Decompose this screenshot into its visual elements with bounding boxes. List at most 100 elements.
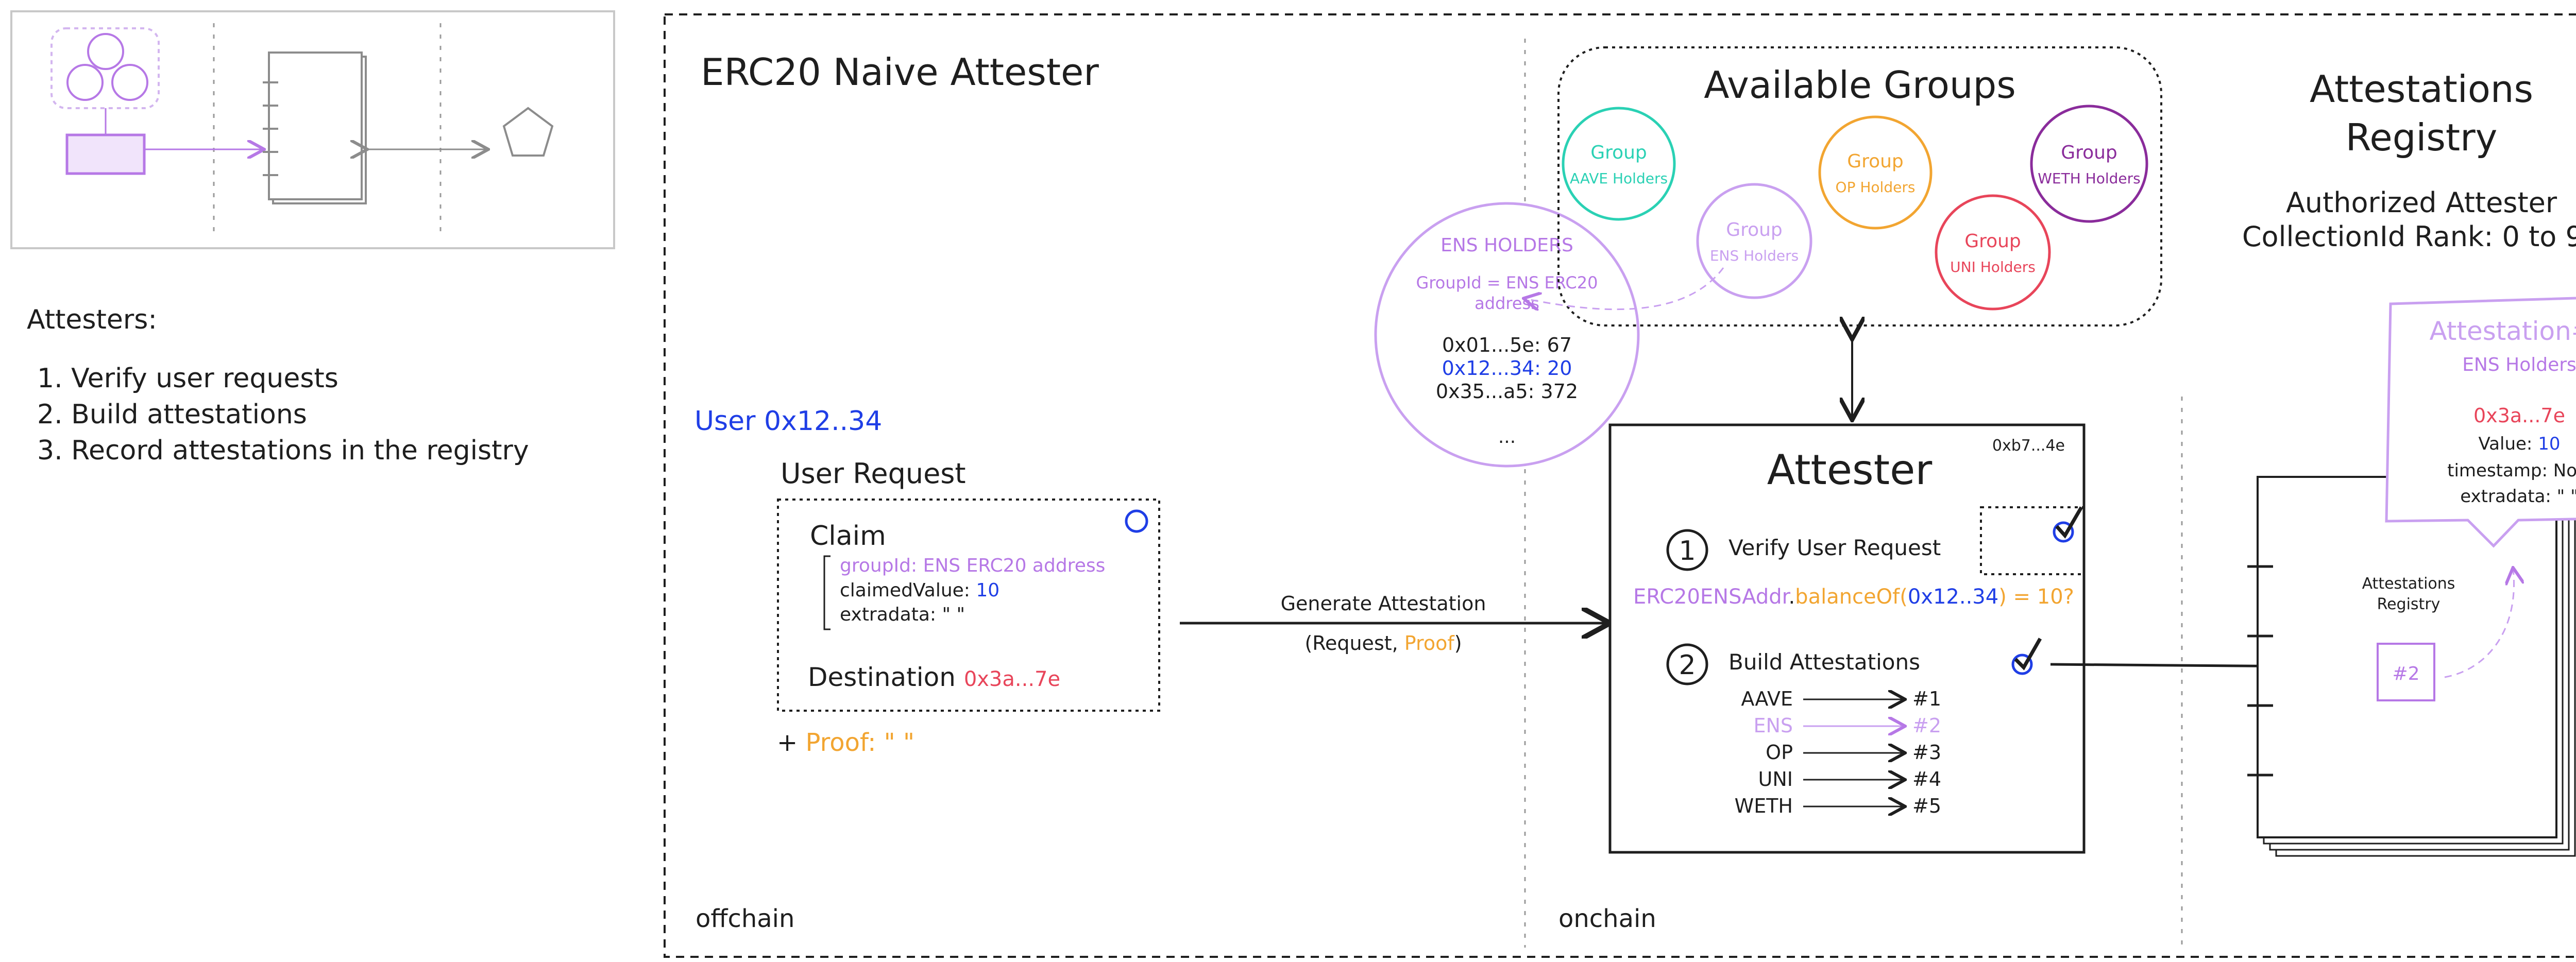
group-name: UNI Holders <box>1950 259 2036 276</box>
overview-thumbnail <box>10 10 615 249</box>
verify-check-circle-icon <box>2053 521 2074 543</box>
balance-call-dot: . <box>1788 585 1795 609</box>
registry-slot <box>2377 643 2435 701</box>
attestation-card-value: 10 <box>2538 434 2560 454</box>
registry-book: Attestations Registry #2 <box>2247 476 2576 857</box>
balance-call-fn: ERC20ENSAddr <box>1633 585 1791 609</box>
offchain-label: offchain <box>696 904 794 933</box>
ens-holder-value: 372 <box>1541 380 1579 403</box>
attester-box: 0xb7...4e Attester 1 Verify User Request… <box>1608 423 2086 854</box>
attestation-card-extradata: extradata: " " <box>2460 486 2576 507</box>
mapping-row: ENS#2 <box>1753 714 1941 737</box>
ens-holder-address: 0x12...34 <box>1442 357 1535 380</box>
attesters-note-title: Attesters: <box>27 304 157 335</box>
generate-close: ) <box>1454 632 1462 655</box>
unchecked-status-icon <box>1125 509 1148 533</box>
user-request-box: Claim groupId: ENS ERC20 address claimed… <box>777 499 1160 712</box>
mapping-from: WETH <box>1735 795 1793 817</box>
group-circle-outline <box>2030 105 2148 223</box>
balance-call-method: balanceOf( <box>1795 585 1908 609</box>
balance-call-close: ) = 10? <box>1998 585 2074 609</box>
destination-label: Destination <box>808 662 964 692</box>
registry-title-line2: Registry <box>2346 116 2498 159</box>
group-circle-outline <box>1562 107 1676 221</box>
step-1-label: Verify User Request <box>1728 535 1941 560</box>
onchain-label: onchain <box>1558 904 1656 933</box>
svg-text:Value: 10: Value: 10 <box>2479 434 2561 454</box>
claim-title: Claim <box>810 521 886 552</box>
ens-holders-title: ENS HOLDERS <box>1440 235 1573 256</box>
proof-plus: + <box>777 728 805 757</box>
mapping-row: WETH #5 <box>1735 795 1941 817</box>
group-label: Group <box>1726 219 1783 240</box>
ens-group-id-line2: address <box>1475 294 1539 313</box>
ens-holder-row: 0x01...5e: 67 <box>1442 334 1572 356</box>
claim-extradata: extradata: " " <box>840 604 965 625</box>
step-2-label: Build Attestations <box>1728 649 1920 675</box>
mapping-from: UNI <box>1758 768 1793 791</box>
mapping-to: #1 <box>1912 688 1941 710</box>
svg-text:Destination 0x3a...7e: Destination 0x3a...7e <box>808 662 1060 692</box>
group-circle: Group OP Holders <box>1818 115 1933 230</box>
step-2-badge <box>1666 643 1708 685</box>
step-1-badge <box>1666 529 1708 571</box>
registry-title-line1: Attestations <box>2310 67 2533 111</box>
svg-text:ERC20ENSAddr.balanceOf(0x12..3: ERC20ENSAddr.balanceOf(0x12..34) = 10? <box>1633 585 2074 609</box>
ens-holder-separator: : <box>1534 334 1547 356</box>
main-frame <box>664 13 2576 958</box>
main-title: ERC20 Naive Attester <box>701 50 1099 94</box>
step-1-number: 1 <box>1679 536 1696 566</box>
verify-check-box <box>1980 506 2085 575</box>
authorized-attester-line1: Authorized Attester <box>2286 186 2557 219</box>
attestation-card-subtitle: ENS Holders <box>2462 354 2576 375</box>
ens-holder-value: 20 <box>1547 357 1572 380</box>
generate-proof: Proof <box>1404 632 1455 655</box>
ens-group-id-line1: GroupId = ENS ERC20 <box>1416 273 1598 293</box>
ens-holder-separator: : <box>1534 357 1547 380</box>
ens-holders-circle: ENS HOLDERS GroupId = ENS ERC20 address … <box>1374 202 1640 468</box>
ens-ellipsis: ... <box>1498 426 1516 448</box>
svg-text:(Request, Proof): (Request, Proof) <box>1304 632 1462 655</box>
attestation-card-title: Attestation#2 <box>2429 316 2576 346</box>
group-name: ENS Holders <box>1710 247 1799 264</box>
ens-holder-value: 67 <box>1547 334 1572 356</box>
build-check-circle-icon <box>2011 654 2033 675</box>
mapping-row: OP#3 <box>1766 741 1941 764</box>
attestation-card-value-label: Value: <box>2479 434 2538 454</box>
mapping-from: AAVE <box>1741 688 1793 710</box>
ens-holder-row: 0x12...34: 20 <box>1442 357 1572 380</box>
claim-bracket <box>823 555 831 630</box>
user-request-title: User Request <box>781 457 966 490</box>
ens-holder-address: 0x01...5e <box>1442 334 1534 356</box>
registry-slot-label: #2 <box>2392 663 2419 684</box>
attesters-note-item-2: 2. Build attestations <box>37 399 307 430</box>
mapping-to: #5 <box>1912 795 1941 817</box>
attester-address: 0xb7...4e <box>1992 437 2065 455</box>
group-name: OP Holders <box>1836 179 1916 196</box>
attesters-note: Attesters: 1. Verify user requests 2. Bu… <box>27 304 529 466</box>
group-circle-outline <box>1818 115 1933 230</box>
verify-check-icon <box>2055 506 2083 539</box>
mapping-to: #2 <box>1912 714 1941 737</box>
mapping-to: #4 <box>1912 768 1941 791</box>
group-circle-outline <box>1696 183 1812 299</box>
mapping-to: #3 <box>1912 741 1941 764</box>
book-label-line2: Registry <box>2377 595 2441 613</box>
group-name: WETH Holders <box>2038 170 2141 187</box>
destination-value: 0x3a...7e <box>964 667 1060 691</box>
group-label: Group <box>2061 142 2117 163</box>
generate-attestation-label: Generate Attestation <box>1281 592 1486 615</box>
attester-title: Attester <box>1767 446 1933 494</box>
book-label-line1: Attestations <box>2362 575 2455 593</box>
ens-holder-address: 0x35...a5 <box>1436 380 1528 403</box>
attestation-card: Attestation#2 ENS Holders 0x3a...7e Valu… <box>2385 297 2576 548</box>
attestation-card-owner: 0x3a...7e <box>2473 404 2565 427</box>
group-label: Group <box>1847 151 1904 172</box>
claimed-value-label: claimedValue: <box>840 580 976 601</box>
authorized-attester-line2: CollectionId Rank: 0 to 99 <box>2242 220 2576 253</box>
